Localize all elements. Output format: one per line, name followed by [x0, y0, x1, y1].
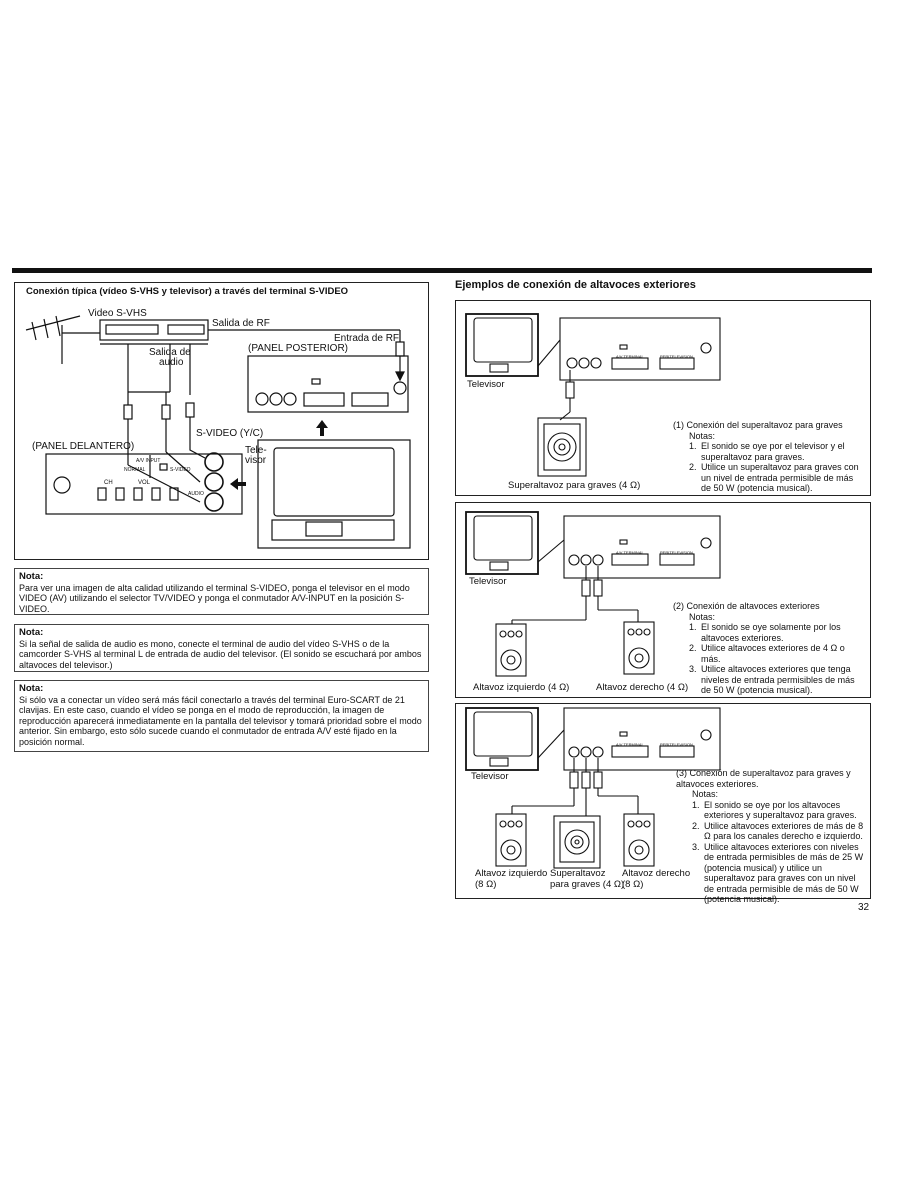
- ex3-peritelevision-label: PERITELEVISION: [660, 742, 693, 747]
- ex1-peritelevision-label: PERITELEVISION: [660, 354, 693, 359]
- ex1-notes: (1) Conexión del superaltavoz para grave…: [673, 420, 861, 494]
- label-normal: NORMAL: [124, 467, 146, 473]
- ex1-note-item: 2.Utilice un superaltavoz para graves co…: [689, 462, 859, 493]
- ex3-left-speaker-label-1: Altavoz izquierdo: [475, 868, 548, 879]
- ex3-notes: (3) Conexión de superaltavoz para graves…: [676, 768, 866, 905]
- ex2-caption: (2) Conexión de altavoces exteriores: [673, 601, 820, 611]
- left-section-title: Conexión típica (vídeo S-VHS y televisor…: [26, 286, 349, 297]
- ex2-av-terminal-label: A/V TERMINAL: [616, 550, 644, 555]
- right-section-title: Ejemplos de conexión de altavoces exteri…: [455, 279, 696, 291]
- top-rule: [12, 268, 872, 273]
- ex2-notes-label: Notas:: [689, 611, 716, 622]
- page-number: 32: [858, 902, 870, 913]
- label-tv-2: visor: [245, 455, 267, 466]
- ex2-notes: (2) Conexión de altavoces exteriores Not…: [673, 601, 861, 696]
- note-1: Nota: Para ver una imagen de alta calida…: [14, 568, 429, 615]
- ex2-left-speaker-label: Altavoz izquierdo (4 Ω): [473, 682, 570, 693]
- svideo-diagram-box: [14, 282, 429, 560]
- note-1-heading: Nota:: [19, 571, 44, 582]
- label-svhs-video: Video S-VHS: [88, 308, 147, 319]
- ex3-av-terminal-label: A/V TERMINAL: [616, 742, 644, 747]
- label-audio-out-2: audio: [159, 357, 184, 368]
- ex2-tv-label: Televisor: [469, 576, 507, 587]
- ex3-note-item: 2.Utilice altavoces exteriores de más de…: [692, 820, 864, 842]
- note-1-body: Para ver una imagen de alta calidad util…: [19, 582, 410, 614]
- label-vol: VOL: [138, 480, 151, 486]
- ex2-note-item: 3.Utilice altavoces exteriores que tenga…: [689, 664, 855, 695]
- ex2-right-speaker-label: Altavoz derecho (4 Ω): [596, 682, 689, 693]
- example-3-box: [455, 703, 871, 899]
- ex2-note-item: 2.Utilice altavoces exteriores de 4 Ω o …: [689, 643, 845, 664]
- ex3-notes-label: Notas:: [692, 789, 719, 799]
- ex2-peritelevision-label: PERITELEVISION: [660, 550, 693, 555]
- label-tv-1: Tele-: [245, 445, 267, 456]
- label-front-panel: (PANEL DELANTERO): [32, 441, 135, 452]
- note-2: Nota: Si la señal de salida de audio es …: [14, 624, 429, 672]
- ex3-left-speaker-label-2: (8 Ω): [475, 879, 497, 890]
- ex3-tv-label: Televisor: [471, 771, 509, 782]
- ex3-caption: (3) Conexión de superaltavoz para graves…: [676, 768, 851, 789]
- label-ch: CH: [104, 480, 113, 486]
- label-audio-small: AUDIO: [188, 491, 204, 497]
- label-av-input: A/V INPUT: [136, 458, 161, 464]
- ex3-right-speaker-label-1: Altavoz derecho: [622, 868, 691, 879]
- label-rf-in: Entrada de RF: [334, 333, 400, 344]
- note-2-body: Si la señal de salida de audio es mono, …: [19, 638, 422, 670]
- note-3-heading: Nota:: [19, 683, 44, 694]
- ex3-note-item: 3.Utilice altavoces exteriores con nivel…: [692, 841, 864, 905]
- ex3-sub-label-1: Superaltavoz: [550, 868, 606, 879]
- ex3-note-item: 1.El sonido se oye por los altavoces ext…: [692, 799, 857, 821]
- note-2-heading: Nota:: [19, 627, 44, 638]
- ex2-note-item: 1.El sonido se oye solamente por los alt…: [689, 622, 841, 643]
- ex1-notes-label: Notas:: [689, 430, 716, 441]
- ex3-sub-label-2: para graves (4 Ω): [550, 879, 625, 890]
- ex1-av-terminal-label: A/V TERMINAL: [616, 354, 644, 359]
- note-3-body: Si sólo va a conectar un vídeo será más …: [19, 694, 422, 747]
- ex3-right-speaker-label-2: (8 Ω): [622, 879, 644, 890]
- ex1-sub-label: Superaltavoz para graves (4 Ω): [508, 480, 641, 491]
- example-1-box: [455, 300, 871, 496]
- label-svideo-yc: S-VIDEO (Y/C): [196, 428, 264, 439]
- ex1-tv-label: Televisor: [467, 379, 505, 390]
- label-audio-out-1: Salida de: [149, 347, 191, 358]
- label-svideo-small: S-VIDEO: [170, 467, 191, 473]
- ex1-caption: (1) Conexión del superaltavoz para grave…: [673, 420, 843, 430]
- note-3: Nota: Si sólo va a conectar un vídeo ser…: [14, 680, 429, 752]
- ex1-note-item: 1.El sonido se oye por el televisor y el…: [689, 441, 845, 462]
- label-rear-panel: (PANEL POSTERIOR): [248, 343, 349, 354]
- example-2-box: [455, 502, 871, 698]
- label-rf-out: Salida de RF: [212, 318, 270, 329]
